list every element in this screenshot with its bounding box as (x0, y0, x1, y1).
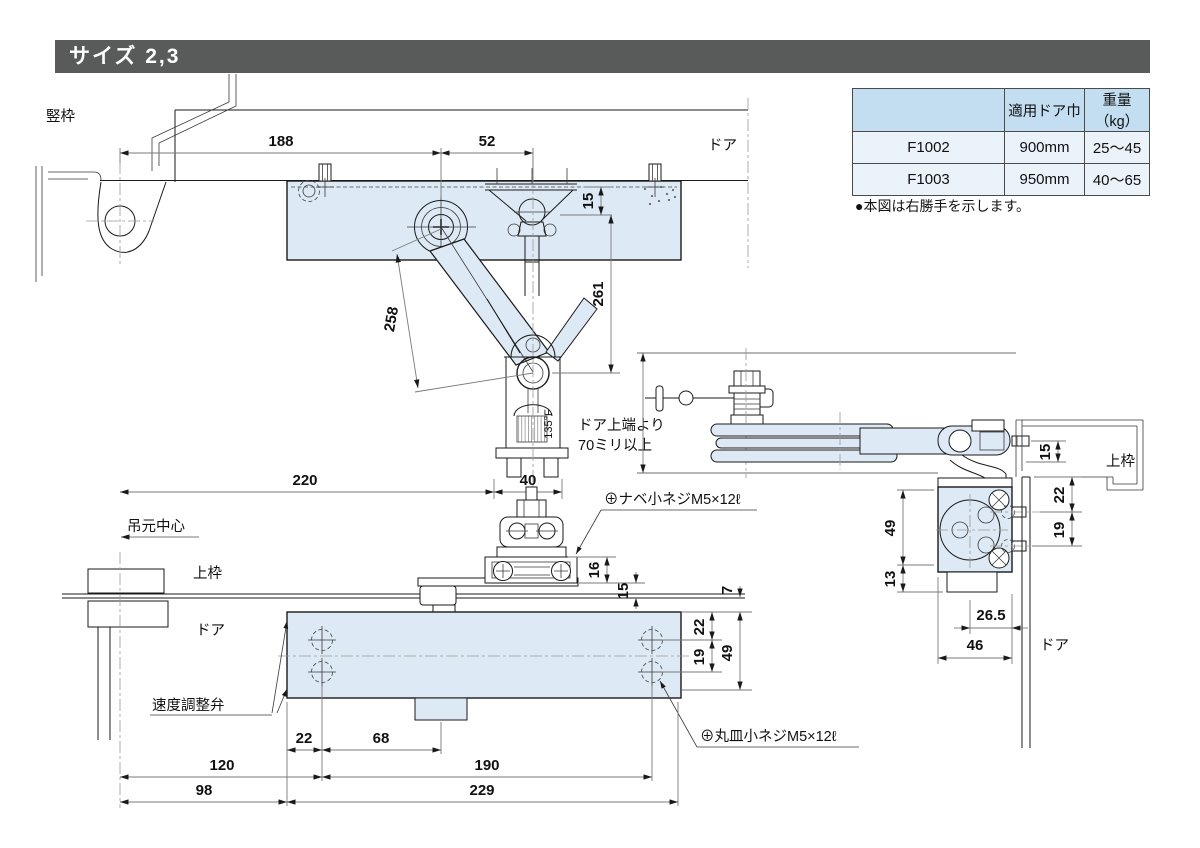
hinge-leaf-top (87, 568, 165, 594)
closer-body-front (286, 611, 682, 699)
spec-door-width: 950mm (1004, 163, 1085, 196)
spec-header-door-width: 適用ドア巾 (1004, 88, 1085, 132)
door-label-plan: ドア (708, 138, 737, 154)
flat-screw-label: ⊕丸皿小ネジM5×12ℓ (700, 728, 837, 745)
page-title: サイズ 2,3 (55, 40, 1150, 73)
dim-16: 16 (586, 562, 603, 579)
dim-220: 220 (292, 472, 317, 489)
jamb-profile (35, 74, 237, 282)
screw-holes-front (308, 626, 666, 686)
plan-view: 135°F 188 52 15 261 258 竪枠 ドア ドア上 (35, 74, 749, 497)
front-bottom-dimensions: 22 68 120 190 98 229 (120, 686, 679, 806)
spec-model: F1002 (852, 131, 1005, 164)
arm-shoe-plan: 135°F (486, 155, 598, 497)
dim-19-side: 19 (1051, 522, 1068, 539)
dim-7: 7 (719, 586, 736, 594)
top-frame-label-front: 上枠 (193, 565, 222, 582)
arm-adjuster-side (645, 348, 774, 478)
dim-22-side: 22 (1051, 487, 1068, 504)
dim-15-side: 15 (1037, 444, 1054, 461)
side-dimensions: 15 22 19 49 13 26.5 46 (882, 440, 1082, 664)
top-frame-label-side: 上枠 (1106, 453, 1135, 470)
dim-258: 258 (381, 305, 402, 333)
spec-table-row: F1003 950mm 40～65 (852, 163, 1150, 196)
closer-body-plan (286, 180, 682, 261)
jamb-label: 竪枠 (46, 108, 75, 125)
speed-valve-callout: 速度調整弁 (150, 620, 289, 716)
dim-40: 40 (520, 472, 537, 489)
pan-screw-callout: ⊕ナベ小ネジM5×12ℓ (575, 491, 757, 555)
clearance-label-1: ドア上端より (578, 417, 665, 434)
door-label-front: ドア (196, 623, 225, 639)
handedness-note: ●本図は右勝手を示します。 (855, 198, 1031, 214)
pinion-housing-front (414, 697, 468, 721)
dim-49-side: 49 (882, 520, 899, 537)
door-edge-side (1021, 476, 1031, 748)
hinge-center-label: 吊元中心 (127, 518, 185, 535)
dim-26-5: 26.5 (976, 607, 1005, 624)
dim-46: 46 (967, 637, 984, 654)
dim-19-right: 19 (691, 649, 708, 666)
dim-261: 261 (590, 281, 607, 306)
dim-68: 68 (373, 730, 390, 747)
pan-screw-label: ⊕ナベ小ネジM5×12ℓ (604, 491, 741, 508)
speckle-texture (643, 185, 677, 206)
spec-header-model (852, 88, 1005, 132)
arm-bracket-plan (485, 168, 577, 296)
dim-98: 98 (196, 782, 213, 799)
side-view: 上枠 ドア 15 22 19 49 13 26 (637, 348, 1144, 748)
speed-valve-label: 速度調整弁 (152, 697, 225, 714)
front-right-dimensions: 22 19 49 (662, 611, 752, 691)
dim-120: 120 (209, 757, 234, 774)
spec-door-width: 900mm (1004, 131, 1085, 164)
clearance-label-2: 70ミリ以上 (578, 437, 652, 454)
dim-190: 190 (474, 757, 499, 774)
plan-dimensions: 188 52 15 261 258 (119, 133, 620, 393)
spec-header-weight: 重量（kg） (1084, 88, 1150, 132)
dim-49-right: 49 (719, 645, 736, 662)
spec-table-row: F1002 900mm 25～45 (852, 131, 1150, 164)
arm-angle-mark: 135°F (543, 409, 555, 439)
dim-13-side: 13 (882, 571, 899, 588)
spec-weight: 40～65 (1084, 163, 1150, 196)
arm-side (710, 412, 1030, 488)
hinge-plan (86, 162, 167, 266)
dim-52: 52 (479, 133, 496, 150)
arm-shoe-front (484, 486, 578, 584)
mount-screws-plan (316, 163, 664, 197)
mid-dimensions: 220 40 吊元中心 (120, 472, 563, 540)
closer-body-side (936, 486, 1040, 593)
spec-weight: 25～45 (1084, 131, 1150, 164)
dim-188: 188 (268, 133, 293, 150)
dim-15-plan: 15 (580, 193, 597, 210)
door-label-side: ドア (1040, 638, 1069, 654)
dim-229: 229 (469, 782, 494, 799)
dim-22: 22 (296, 730, 313, 747)
spec-model: F1003 (852, 163, 1005, 196)
spec-table-header-row: 適用ドア巾 重量（kg） (852, 88, 1150, 132)
spec-table: 適用ドア巾 重量（kg） F1002 900mm 25～45 F1003 950… (852, 88, 1150, 196)
dim-22-right: 22 (691, 619, 708, 636)
front-view: 上枠 ドア (62, 486, 859, 808)
plate-dimensions: 16 15 7 (568, 556, 743, 623)
dim-15-plate: 15 (615, 583, 632, 600)
flat-screw-callout: ⊕丸皿小ネジM5×12ℓ (659, 680, 859, 748)
hinge-leaf-bottom (87, 600, 169, 628)
